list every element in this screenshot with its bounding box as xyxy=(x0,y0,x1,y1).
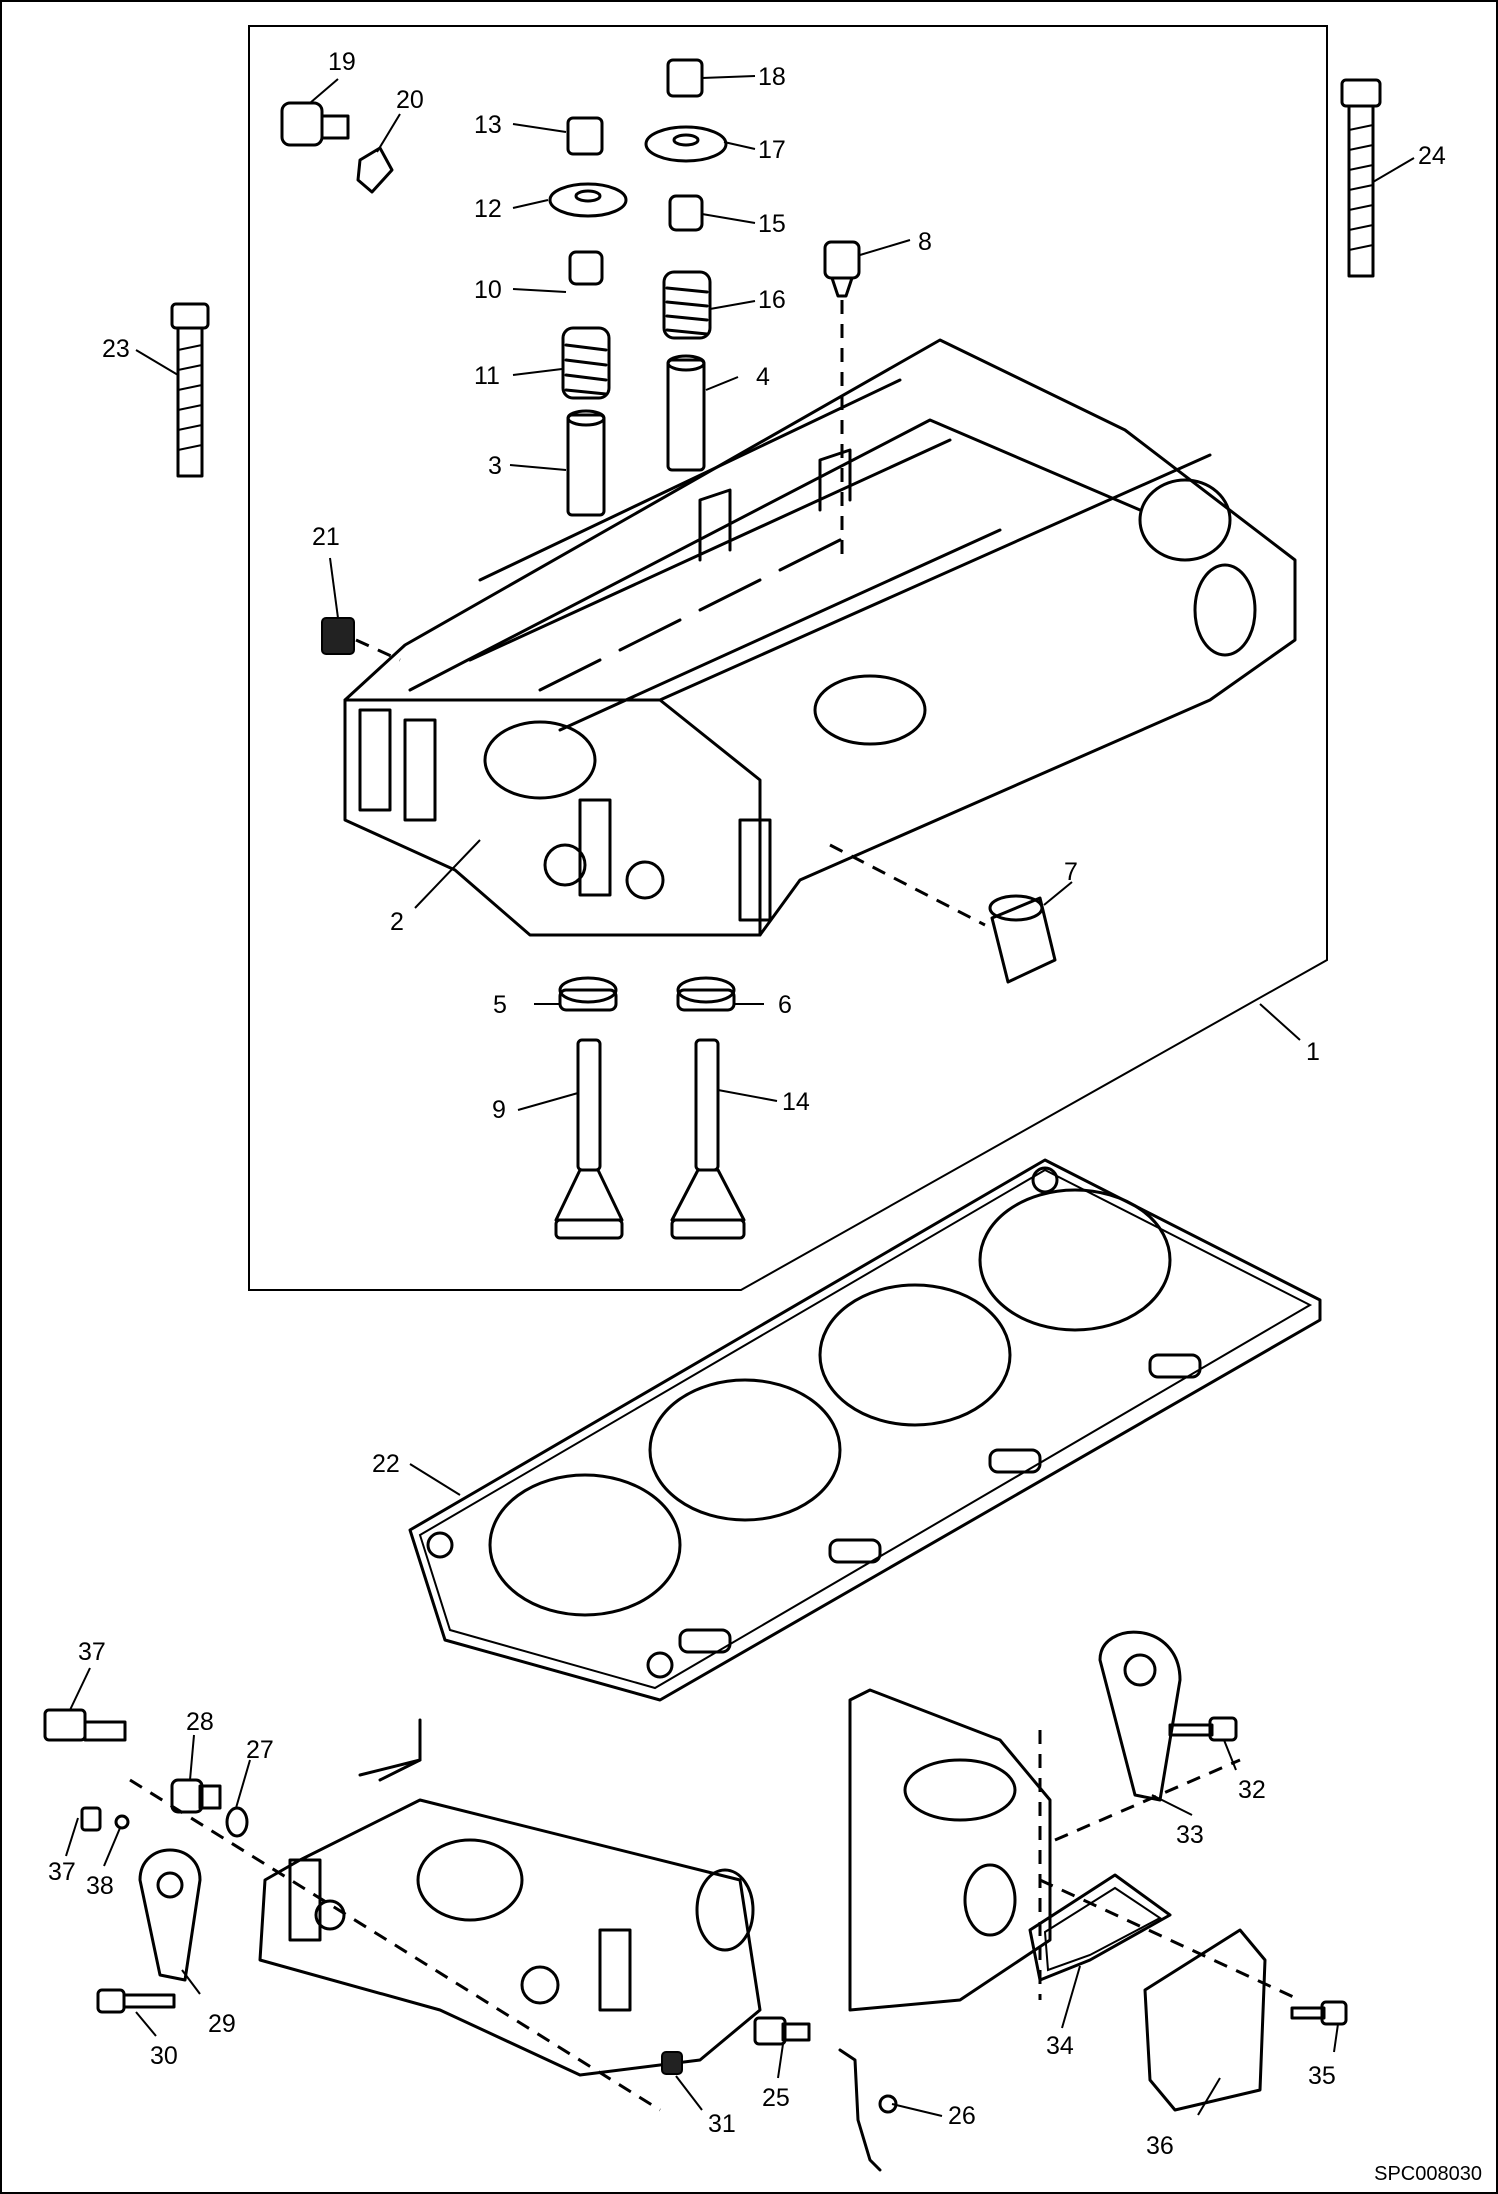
harness-26 xyxy=(838,2048,898,2172)
callout-33: 33 xyxy=(1176,1821,1204,1849)
callout-14: 14 xyxy=(782,1088,810,1116)
callout-37-bottom: 37 xyxy=(48,1858,76,1886)
washer-27 xyxy=(225,1806,249,1838)
callout-38: 38 xyxy=(86,1872,114,1900)
cover-plate-36 xyxy=(1143,1928,1267,2112)
callout-3: 3 xyxy=(488,452,502,480)
callout-20: 20 xyxy=(396,86,424,114)
spring-retainer-17 xyxy=(644,125,728,163)
reference-code: SPC008030 xyxy=(1374,2163,1482,2185)
callout-36: 36 xyxy=(1146,2132,1174,2160)
callout-15: 15 xyxy=(758,210,786,238)
exhaust-valve-14 xyxy=(670,1038,746,1240)
callout-34: 34 xyxy=(1046,2032,1074,2060)
callout-12: 12 xyxy=(474,195,502,223)
sensor-21 xyxy=(321,617,401,662)
valve-stem-seal-6 xyxy=(676,976,736,1012)
head-bolt-24 xyxy=(1340,78,1382,278)
valve-guide-intake xyxy=(566,409,606,517)
plug-19 xyxy=(280,101,350,147)
injector-plug-8 xyxy=(823,240,861,560)
intake-valve-9 xyxy=(554,1038,624,1240)
valve-cap-13 xyxy=(566,116,604,156)
callout-19: 19 xyxy=(328,48,356,76)
callout-9: 9 xyxy=(492,1096,506,1124)
valve-stem-seal-5 xyxy=(558,976,618,1012)
callout-2: 2 xyxy=(390,908,404,936)
sensor-37-small xyxy=(80,1806,102,1832)
washer-20 xyxy=(356,146,394,194)
valve-spring-intake xyxy=(561,326,611,400)
callout-35: 35 xyxy=(1308,2062,1336,2090)
callout-31: 31 xyxy=(708,2110,736,2138)
callout-29: 29 xyxy=(208,2010,236,2038)
callout-13: 13 xyxy=(474,111,502,139)
valve-cap-18 xyxy=(666,58,704,98)
bolt-35 xyxy=(1290,2000,1348,2026)
callout-37-top: 37 xyxy=(78,1638,106,1666)
callout-1: 1 xyxy=(1306,1038,1320,1066)
callout-28: 28 xyxy=(186,1708,214,1736)
leader-lines xyxy=(65,75,1415,2117)
valve-spring-exhaust xyxy=(662,270,712,340)
plug-28 xyxy=(170,1778,222,1814)
lifting-bracket-29 xyxy=(138,1848,202,1982)
callout-6: 6 xyxy=(778,991,792,1019)
plug-31 xyxy=(661,2051,683,2075)
callout-25: 25 xyxy=(762,2084,790,2112)
callout-21: 21 xyxy=(312,523,340,551)
callout-4: 4 xyxy=(756,363,770,391)
head-bolt-23 xyxy=(170,302,210,478)
callout-11: 11 xyxy=(474,362,500,390)
callout-26: 26 xyxy=(948,2102,976,2130)
callout-7: 7 xyxy=(1064,858,1078,886)
callout-32: 32 xyxy=(1238,1776,1266,1804)
bolt-30 xyxy=(96,1988,176,2014)
callout-22: 22 xyxy=(372,1450,400,1478)
sensor-25 xyxy=(753,2016,811,2046)
callout-23: 23 xyxy=(102,335,130,363)
head-gasket-22 xyxy=(408,1158,1322,1702)
callout-labels: 1 2 3 4 5 6 7 8 9 10 11 12 13 14 15 16 1… xyxy=(48,48,1446,2160)
washer-38 xyxy=(114,1814,130,1830)
spring-retainer-12 xyxy=(548,182,628,218)
valve-stem-seal-10 xyxy=(568,250,604,286)
callout-30: 30 xyxy=(150,2042,178,2070)
gasket-34 xyxy=(1028,1873,1172,1982)
callout-18: 18 xyxy=(758,63,786,91)
lifting-bracket-33 xyxy=(1098,1630,1182,1802)
callout-17: 17 xyxy=(758,136,786,164)
cylinder-head-detail-left xyxy=(129,1718,762,2112)
cylinder-head-detail-right xyxy=(848,1688,1301,2012)
cylinder-head xyxy=(343,338,1297,937)
callout-5: 5 xyxy=(493,991,507,1019)
callout-10: 10 xyxy=(474,276,502,304)
callout-27: 27 xyxy=(246,1736,274,1764)
callout-16: 16 xyxy=(758,286,786,314)
plug-7 xyxy=(829,843,1057,984)
sensor-37 xyxy=(43,1708,127,1742)
valve-guide-exhaust xyxy=(666,354,706,472)
bolt-32 xyxy=(1168,1716,1238,1742)
valve-stem-seal-15 xyxy=(668,194,704,232)
callout-8: 8 xyxy=(918,228,932,256)
callout-24: 24 xyxy=(1418,142,1446,170)
kit-boundary-frame xyxy=(248,25,1328,1291)
